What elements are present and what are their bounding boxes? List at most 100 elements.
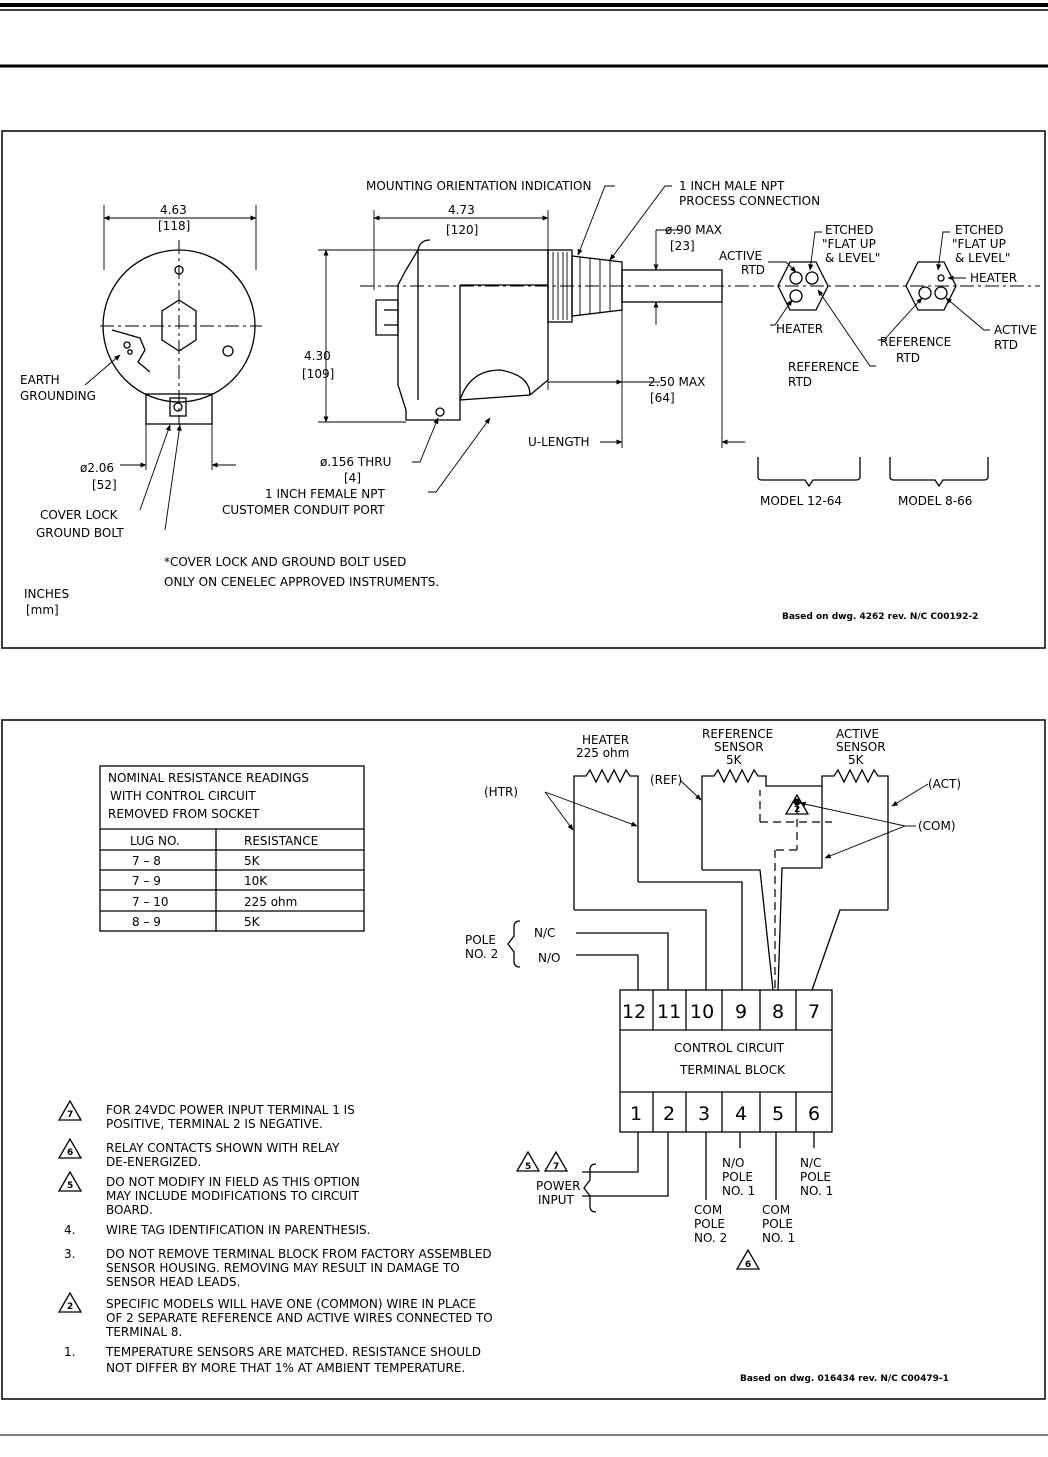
label-ref-3: 5K	[726, 753, 743, 767]
delta-6-number: 6	[745, 1260, 751, 1270]
dim-width-front: 4.63	[160, 203, 187, 217]
label-nc: N/C	[534, 926, 555, 940]
note-cover-2: ONLY ON CENELEC APPROVED INSTRUMENTS.	[164, 575, 439, 589]
tag-act: (ACT)	[928, 777, 961, 791]
note-delta-icon	[57, 1291, 83, 1313]
note-line: POSITIVE, TERMINAL 2 IS NEGATIVE.	[106, 1117, 323, 1131]
table-title-1: NOMINAL RESISTANCE READINGS	[108, 771, 309, 785]
active-resistor	[821, 768, 889, 784]
label-reference-a-1: REFERENCE	[788, 360, 859, 374]
dim-height: 4.30	[304, 349, 331, 363]
label-units-2: [mm]	[26, 603, 59, 617]
table-title-3: REMOVED FROM SOCKET	[108, 807, 260, 821]
drawing-ref-mechanical: Based on dwg. 4262 rev. N/C C00192-2	[782, 612, 978, 622]
note-cover-1: *COVER LOCK AND GROUND BOLT USED	[164, 555, 406, 569]
label-reference-a-2: RTD	[788, 375, 812, 389]
delta-6-icon	[735, 1248, 761, 1270]
side-view	[318, 185, 1040, 493]
table-header-resistance: RESISTANCE	[244, 834, 318, 848]
terminal-block: 12 11 10 9 8 7 1 2 3 4 5 6 CONTROL CIRCU…	[515, 989, 833, 1270]
label-etched-b-2: "FLAT UP	[952, 237, 1006, 251]
page-header-rules	[0, 3, 1048, 1436]
delta-2-icon	[784, 793, 810, 815]
label-active-b-1: ACTIVE	[994, 323, 1037, 337]
front-view	[84, 205, 262, 531]
terminal-2: 2	[663, 1103, 675, 1125]
delta-2-number: 2	[794, 805, 800, 815]
block-label-1: CONTROL CIRCUIT	[674, 1041, 785, 1055]
label-heater-b: HEATER	[970, 271, 1017, 285]
terminal-6: 6	[808, 1103, 820, 1125]
label-heater-1: HEATER	[582, 733, 629, 747]
label-no-pole1-2: POLE	[722, 1170, 753, 1184]
label-nc-pole1-3: NO. 1	[800, 1184, 833, 1198]
label-heater-2: 225 ohm	[576, 746, 629, 760]
terminal-3: 3	[698, 1103, 710, 1125]
dim-extension: 2.50 MAX	[648, 375, 705, 389]
label-npt-male-2: PROCESS CONNECTION	[679, 194, 820, 208]
label-ref-2: SENSOR	[714, 740, 764, 754]
note-mark: 7	[67, 1110, 73, 1120]
mechanical-labels: 4.63 [118] 4.73 [120] 4.30 [109] ø.90 MA…	[20, 179, 1037, 622]
label-active-b-2: RTD	[994, 338, 1018, 352]
wiring-notes: 7 FOR 24VDC POWER INPUT TERMINAL 1 IS PO…	[57, 1099, 949, 1384]
mechanical-frame	[1, 130, 1046, 649]
note-line: WIRE TAG IDENTIFICATION IN PARENTHESIS.	[106, 1223, 371, 1237]
label-power-1: POWER	[536, 1179, 580, 1193]
label-act-2: SENSOR	[836, 740, 886, 754]
label-act-3: 5K	[848, 753, 865, 767]
terminal-5: 5	[772, 1103, 784, 1125]
drawing-ref-wiring: Based on dwg. 016434 rev. N/C C00479-1	[740, 1374, 949, 1384]
label-pole2-1: POLE	[465, 933, 496, 947]
tag-ref: (REF)	[650, 773, 682, 787]
label-nc-pole1-2: POLE	[800, 1170, 831, 1184]
label-active-rtd-a-2: RTD	[741, 263, 765, 277]
label-etched-a-1: ETCHED	[825, 223, 873, 237]
dim-width-side: 4.73	[448, 203, 475, 217]
note-line: OF 2 SEPARATE REFERENCE AND ACTIVE WIRES…	[106, 1311, 493, 1325]
dim-probe-dia-mm: [23]	[670, 239, 695, 253]
note-delta-icon	[57, 1099, 83, 1121]
terminal-10: 10	[690, 1001, 714, 1023]
tag-com: (COM)	[918, 819, 956, 833]
table-row-lug: 7 – 8	[132, 854, 161, 868]
label-active-rtd-a-1: ACTIVE	[719, 249, 762, 263]
note-line: SENSOR HOUSING. REMOVING MAY RESULT IN D…	[106, 1261, 460, 1275]
table-row-res: 5K	[244, 854, 261, 868]
label-etched-a-2: "FLAT UP	[822, 237, 876, 251]
terminal-4: 4	[735, 1103, 747, 1125]
label-com2-1: COM	[694, 1203, 722, 1217]
dim-u-length: U-LENGTH	[528, 435, 590, 449]
tag-htr: (HTR)	[484, 785, 518, 799]
dim-hole-mm: [4]	[344, 471, 361, 485]
dim-hole: ø.156 THRU	[320, 455, 391, 469]
label-com2-3: NO. 2	[694, 1231, 727, 1245]
note-line: NOT DIFFER BY MORE THAT 1% AT AMBIENT TE…	[106, 1361, 465, 1375]
label-earth-1: EARTH	[20, 373, 60, 387]
note-mark: 6	[67, 1148, 73, 1158]
terminal-1: 1	[630, 1103, 642, 1125]
note-delta-icon	[57, 1137, 83, 1159]
terminal-7: 7	[808, 1001, 820, 1023]
label-model-b: MODEL 8-66	[898, 494, 972, 508]
dim-extension-mm: [64]	[650, 391, 675, 405]
note-line: DE-ENERGIZED.	[106, 1155, 201, 1169]
wiring-diagram: NOMINAL RESISTANCE READINGS WITH CONTROL…	[1, 719, 1046, 1400]
table-title-2: WITH CONTROL CIRCUIT	[110, 789, 256, 803]
label-mounting: MOUNTING ORIENTATION INDICATION	[366, 179, 591, 193]
label-no-pole1-3: NO. 1	[722, 1184, 755, 1198]
label-reference-b-2: RTD	[896, 351, 920, 365]
label-act-1: ACTIVE	[836, 727, 879, 741]
note-mark: 2	[67, 1302, 73, 1312]
label-ground-bolt: GROUND BOLT	[36, 526, 124, 540]
note-line: MAY INCLUDE MODIFICATIONS TO CIRCUIT	[106, 1189, 360, 1203]
table-header-lug: LUG NO.	[130, 834, 180, 848]
table-row-lug: 7 – 9	[132, 874, 161, 888]
label-pole2-2: NO. 2	[465, 947, 498, 961]
label-ref-1: REFERENCE	[702, 727, 773, 741]
label-npt-male-1: 1 INCH MALE NPT	[679, 179, 785, 193]
label-model-a: MODEL 12-64	[760, 494, 842, 508]
delta-5-number: 5	[525, 1162, 531, 1172]
table-row-res: 225 ohm	[244, 895, 297, 909]
